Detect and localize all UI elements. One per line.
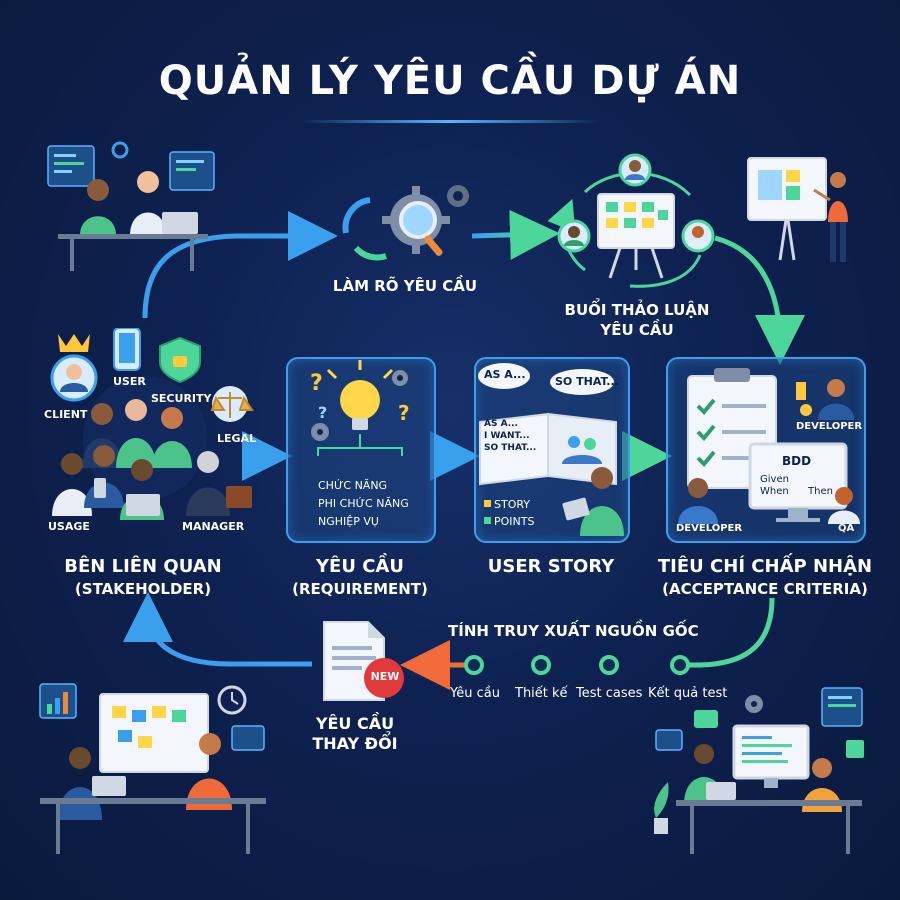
- req-type-functional: CHỨC NĂNG: [318, 479, 388, 492]
- svg-text:?: ?: [310, 371, 323, 396]
- briefcase-icon: [226, 486, 252, 508]
- acc-qa: QA: [838, 523, 855, 534]
- acc-bdd: BDD: [782, 454, 812, 468]
- change-label-line2: THAY ĐỔI: [312, 734, 398, 753]
- requirement-label: YÊU CẦU (REQUIREMENT): [262, 556, 458, 600]
- req-type-business: NGHIỆP VỤ: [318, 515, 379, 528]
- stakeholder-label-line1: BÊN LIÊN QUAN: [64, 556, 222, 577]
- arrow-stakeholder-to-clarify: [142, 211, 338, 319]
- acceptance-label-line2: (ACCEPTANCE CRITERIA): [662, 580, 868, 598]
- discussion-label-line2: YÊU CẦU: [600, 321, 674, 339]
- discussion-board-illustration: [557, 153, 715, 279]
- story-label-story: STORY: [494, 498, 531, 511]
- crown-icon: [58, 334, 90, 352]
- trace-node-1: [464, 655, 484, 675]
- story-book-lines: AS A... I WANT... SO THAT...: [484, 418, 536, 454]
- story-bubble-as: AS A...: [484, 368, 526, 381]
- trace-label-4: Kết quả test: [648, 686, 728, 701]
- story-bubble-so: SO THAT...: [555, 375, 619, 388]
- svg-text:?: ?: [318, 403, 327, 422]
- scale-icon: [210, 386, 254, 422]
- acc-then: Then: [808, 486, 833, 497]
- developers-workspace-illustration: [654, 687, 864, 854]
- trace-label-3: Test cases: [576, 686, 643, 701]
- trace-node-4: [670, 655, 690, 675]
- story-line-2: I WANT...: [484, 431, 530, 441]
- new-badge-icon: [364, 658, 404, 698]
- acceptance-label-line1: TIÊU CHÍ CHẤP NHẬN: [657, 556, 873, 577]
- team-desk-illustration: [47, 141, 215, 271]
- requirement-lightbulb-illustration: ? ? ?: [310, 360, 410, 456]
- req-type-nonfunctional: PHI CHỨC NĂNG: [318, 497, 409, 510]
- new-badge-text: NEW: [370, 670, 400, 683]
- role-usage: USAGE: [48, 520, 90, 533]
- page-title: QUẢN LÝ YÊU CẦU DỰ ÁN: [158, 58, 742, 104]
- stakeholders-illustration: [50, 328, 254, 520]
- magnifier-icon: [399, 201, 443, 256]
- acceptance-label: TIÊU CHÍ CHẤP NHẬN (ACCEPTANCE CRITERIA): [650, 556, 880, 600]
- meeting-room-illustration: [39, 683, 266, 854]
- title-underline: [300, 120, 600, 123]
- story-label-points: POINTS: [494, 515, 535, 528]
- arrow-discussion-to-acceptance: [714, 235, 805, 365]
- user-story-illustration: [478, 363, 624, 536]
- presenter-illustration: [747, 157, 848, 262]
- role-manager: MANAGER: [182, 520, 245, 533]
- role-security: SECURITY: [151, 392, 212, 405]
- traceability-title: TÍNH TRUY XUẤT NGUỒN GỐC: [448, 622, 699, 640]
- change-label: YÊU CẦU THAY ĐỔI: [290, 714, 420, 754]
- requirement-label-line2: (REQUIREMENT): [292, 580, 428, 598]
- discussion-label-line1: BUỔI THẢO LUẬN: [564, 301, 710, 319]
- acc-developer-top: DEVELOPER: [796, 421, 863, 432]
- svg-text:?: ?: [398, 401, 410, 425]
- clarify-label: LÀM RÕ YÊU CẦU: [332, 277, 478, 295]
- trace-label-1: Yêu cầu: [450, 686, 500, 701]
- lightbulb-icon: [326, 360, 394, 430]
- change-document-illustration: [323, 621, 404, 701]
- requirement-types: CHỨC NĂNG PHI CHỨC NĂNG NGHIỆP VỤ: [318, 477, 428, 531]
- acceptance-illustration: [678, 368, 860, 524]
- arrow-change-to-stakeholder: [123, 592, 312, 667]
- arrow-acceptance-to-trace: [688, 597, 775, 668]
- requirement-label-line1: YÊU CẦU: [316, 556, 404, 577]
- chat-icon: [694, 710, 718, 728]
- acc-when: When: [760, 486, 789, 497]
- acc-given: Given: [760, 474, 789, 485]
- story-line-1: AS A...: [484, 419, 518, 429]
- role-client: CLIENT: [44, 408, 88, 421]
- stakeholder-label: BÊN LIÊN QUAN (STAKEHOLDER): [28, 556, 258, 600]
- acc-developer-bottom: DEVELOPER: [676, 523, 743, 534]
- arrow-clarify-to-discussion: [471, 209, 560, 260]
- user-story-label: USER STORY: [487, 556, 615, 577]
- trace-node-2: [531, 655, 551, 675]
- trace-label-2: Thiết kế: [515, 686, 568, 701]
- clarify-gears-illustration: [342, 185, 469, 261]
- stakeholder-label-line2: (STAKEHOLDER): [74, 580, 212, 598]
- role-legal: LEGAL: [217, 432, 257, 445]
- change-label-line1: YÊU CẦU: [315, 714, 395, 733]
- discussion-label: BUỔI THẢO LUẬN YÊU CẦU: [552, 300, 722, 340]
- role-user: USER: [113, 375, 146, 388]
- story-line-3: SO THAT...: [484, 443, 537, 453]
- trace-node-3: [599, 655, 619, 675]
- trace-nodes: [464, 655, 690, 675]
